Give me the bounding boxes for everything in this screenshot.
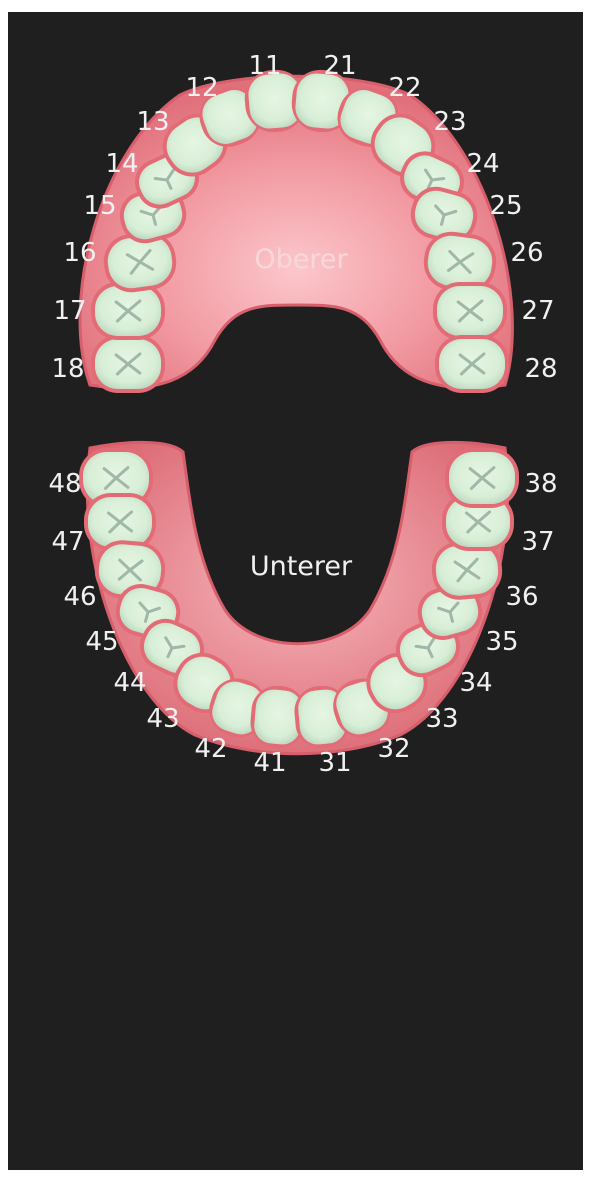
tooth-number-46: 46: [63, 582, 96, 612]
tooth-number-35: 35: [485, 627, 518, 657]
tooth-28[interactable]: [435, 335, 509, 393]
tooth-number-36: 36: [505, 582, 538, 612]
tooth-number-26: 26: [510, 238, 543, 268]
tooth-number-31: 31: [318, 748, 351, 778]
tooth-number-25: 25: [489, 191, 522, 221]
tooth-number-28: 28: [524, 354, 557, 384]
tooth-27[interactable]: [433, 282, 507, 340]
tooth-number-42: 42: [194, 734, 227, 764]
tooth-number-21: 21: [323, 51, 356, 81]
tooth-number-23: 23: [433, 107, 466, 137]
tooth-number-14: 14: [105, 149, 138, 179]
tooth-number-27: 27: [521, 296, 554, 326]
tooth-number-16: 16: [63, 238, 96, 268]
tooth-number-43: 43: [146, 704, 179, 734]
tooth-number-34: 34: [459, 668, 492, 698]
tooth-number-32: 32: [377, 734, 410, 764]
tooth-number-37: 37: [521, 527, 554, 557]
tooth-number-13: 13: [136, 107, 169, 137]
upper-jaw-label: Oberer: [254, 244, 348, 275]
tooth-number-33: 33: [425, 704, 458, 734]
tooth-number-44: 44: [113, 668, 146, 698]
lower-jaw-label: Unterer: [250, 551, 353, 582]
tooth-number-12: 12: [185, 73, 218, 103]
tooth-number-41: 41: [253, 748, 286, 778]
tooth-number-48: 48: [48, 469, 81, 499]
tooth-number-38: 38: [524, 469, 557, 499]
tooth-number-15: 15: [83, 191, 116, 221]
tooth-number-47: 47: [51, 527, 84, 557]
tooth-18[interactable]: [91, 335, 165, 393]
tooth-number-17: 17: [53, 296, 86, 326]
tooth-number-18: 18: [51, 354, 84, 384]
tooth-number-24: 24: [466, 149, 499, 179]
tooth-number-11: 11: [248, 51, 281, 81]
tooth-number-22: 22: [388, 73, 421, 103]
tooth-38[interactable]: [445, 448, 519, 508]
tooth-number-45: 45: [85, 627, 118, 657]
